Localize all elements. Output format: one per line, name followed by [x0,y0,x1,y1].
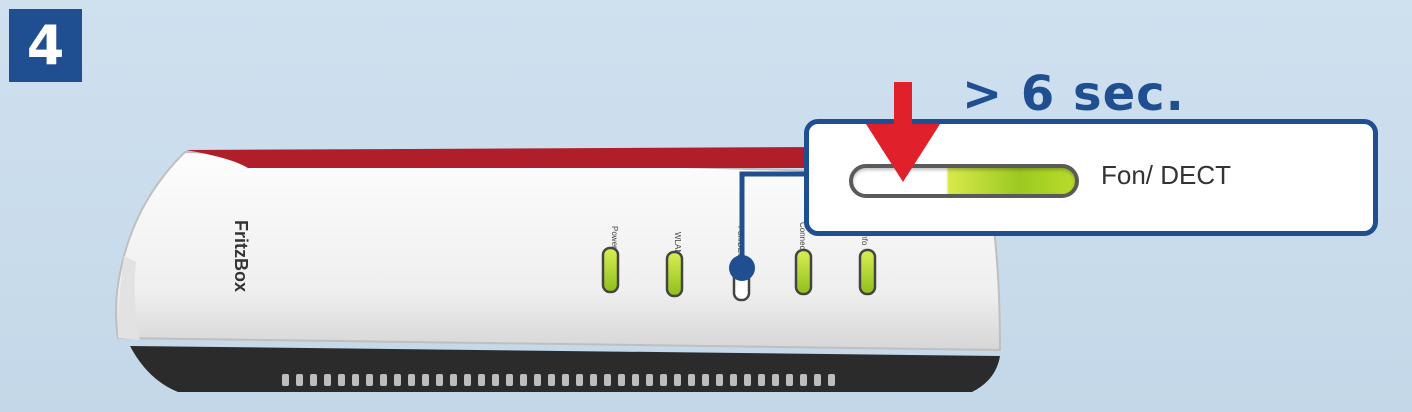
vent-slot [576,374,583,386]
vent-slot [562,374,569,386]
led-label-connect: Connect/WPS [798,222,807,272]
led-info [858,248,877,296]
led-power [601,246,620,294]
vent-slot [800,374,807,386]
vent-slot [450,374,457,386]
led-callout-label: Fon/ DECT [1101,160,1232,190]
vent-slot [394,374,401,386]
vent-slot [772,374,779,386]
vent-slot [814,374,821,386]
vent-slot [534,374,541,386]
router-vents [282,374,835,386]
led-label-wlan: WLAN [673,232,682,255]
vent-slot [408,374,415,386]
vent-slot [786,374,793,386]
vent-slot [646,374,653,386]
vent-slot [520,374,527,386]
vent-slot [310,374,317,386]
vent-slot [436,374,443,386]
led-fon-dect-enlarged [849,164,1079,198]
vent-slot [674,374,681,386]
vent-slot [296,374,303,386]
vent-slot [548,374,555,386]
vent-slot [730,374,737,386]
vent-slot [492,374,499,386]
callout-connector-line [739,171,806,266]
vent-slot [828,374,835,386]
vent-slot [660,374,667,386]
vent-slot [366,374,373,386]
vent-slot [702,374,709,386]
vent-slot [282,374,289,386]
vent-slot [506,374,513,386]
vent-slot [422,374,429,386]
vent-slot [632,374,639,386]
vent-slot [478,374,485,386]
vent-slot [380,374,387,386]
callout-connector-dot [729,255,755,281]
led-wlan [665,250,684,298]
router-base [130,346,1000,392]
vent-slot [464,374,471,386]
led-label-info: Info [860,232,869,246]
vent-slot [352,374,359,386]
led-label-power: Power/DSL [610,226,619,267]
vent-slot [744,374,751,386]
led-connect [794,248,813,296]
vent-slot [604,374,611,386]
press-duration-label: > 6 sec. [962,66,1185,122]
router-top-stripe [186,147,820,168]
vent-slot [590,374,597,386]
vent-slot [338,374,345,386]
router-brand-label: FritzBox [231,220,251,292]
vent-slot [618,374,625,386]
vent-slot [716,374,723,386]
arrow-down-icon [866,82,940,182]
vent-slot [324,374,331,386]
vent-slot [758,374,765,386]
vent-slot [688,374,695,386]
step-number-badge: 4 [9,9,82,82]
